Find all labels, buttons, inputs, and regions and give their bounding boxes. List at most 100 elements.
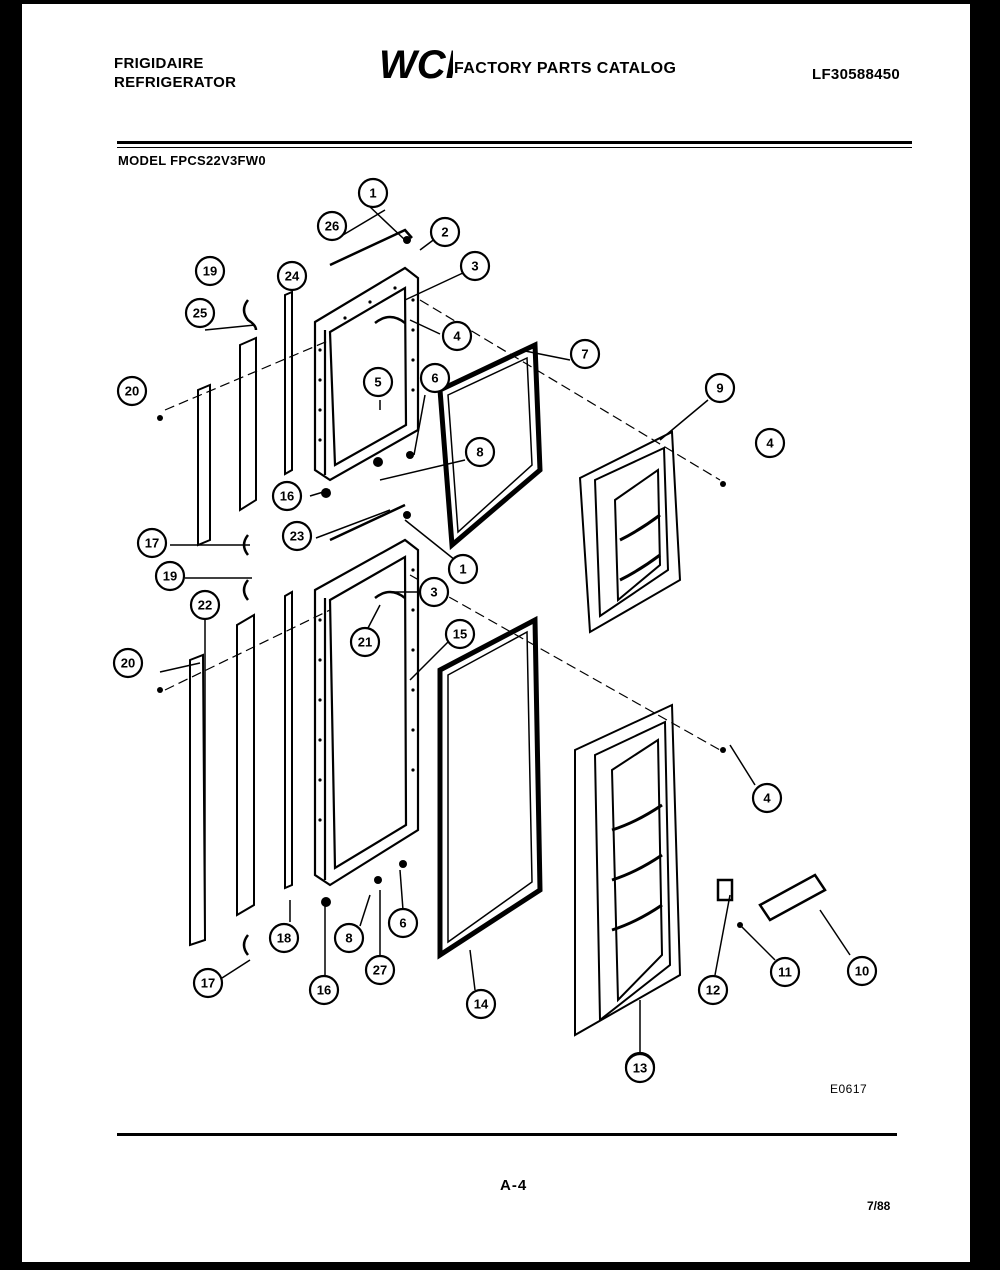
callout-4: 4 [441,320,473,352]
product-type: REFRIGERATOR [114,74,237,91]
callout-15: 15 [444,618,476,650]
callout-16: 16 [271,480,303,512]
fresh-food-door-bolts [318,568,415,822]
callout-7: 7 [569,338,601,370]
callout-5: 5 [362,366,394,398]
callout-label: 10 [855,964,869,979]
fresh-food-door-panel [313,538,420,887]
callout-circle [459,250,491,282]
callout-label: 21 [358,635,372,650]
callout-circle [419,362,451,394]
callout-label: 24 [285,269,300,284]
callout-circle [754,427,786,459]
callout-label: 4 [763,791,771,806]
callout-25: 25 [184,297,216,329]
callout-circle [624,1052,656,1084]
callout-3: 3 [459,250,491,282]
callout-circle [194,255,226,287]
callout-18: 18 [268,922,300,954]
callout-label: 3 [430,585,437,600]
screws-and-fasteners [157,236,743,928]
callout-label: 6 [431,371,438,386]
callout-circle [364,954,396,986]
callout-6: 6 [387,907,419,939]
callout-label: 16 [317,983,331,998]
wci-logo-text: WCI [379,44,453,84]
callout-20: 20 [112,647,144,679]
freezer-door-panel [313,266,420,482]
callout-label: 17 [201,976,215,991]
callout-3: 3 [418,576,450,608]
callout-6: 6 [419,362,451,394]
callout-circle [189,589,221,621]
callout-label: 17 [145,536,159,551]
callout-12: 12 [697,974,729,1006]
footer-rule [117,1133,897,1136]
callout-circle [333,922,365,954]
callout-label: 23 [290,529,304,544]
callout-circle [769,956,801,988]
callout-label: 18 [277,931,291,946]
callout-circle [387,907,419,939]
part-number: LF30588450 [812,66,901,83]
callout-4: 4 [754,427,786,459]
callout-label: 13 [633,1061,647,1076]
callout-label: 25 [193,306,207,321]
callout-circle [418,576,450,608]
callout-17: 17 [192,967,224,999]
model-label: MODEL FPCS22V3FW0 [118,153,266,168]
callout-21: 21 [349,626,381,658]
assembly-axes [164,299,721,751]
wci-logo: WCI [379,44,453,84]
callout-label: 9 [716,381,723,396]
callout-circle [444,618,476,650]
callout-circle [704,372,736,404]
callout-circle [136,527,168,559]
callout-label: 12 [706,983,720,998]
callout-1: 1 [447,553,479,585]
exploded-parts-diagram: 1262324192545672098164231171932221152041… [112,177,878,1084]
callout-circle [465,988,497,1020]
callout-1: 1 [357,177,389,209]
callout-10: 10 [846,955,878,987]
callout-circle [362,366,394,398]
callout-22: 22 [189,589,221,621]
callout-4: 4 [751,782,783,814]
callout-circle [276,260,308,292]
callout-label: 11 [778,965,792,980]
callout-circle [281,520,313,552]
callout-label: 26 [325,219,339,234]
callout-label: 19 [203,264,217,279]
header-rule [117,141,912,144]
callout-20: 20 [116,375,148,407]
callout-label: 1 [369,186,376,201]
callout-label: 20 [125,384,139,399]
callout-26: 26 [316,210,348,242]
callout-circle [316,210,348,242]
callout-17: 17 [136,527,168,559]
callout-13: 13 [624,1052,656,1084]
catalog-title: FACTORY PARTS CATALOG [454,60,677,77]
brand-name: FRIGIDAIRE [114,55,204,72]
callout-label: 5 [374,375,381,390]
freezer-door-gasket [437,341,543,551]
header-rule-thin [117,147,912,148]
callout-circle [357,177,389,209]
hinge-and-handle-parts [242,228,827,956]
callout-8: 8 [333,922,365,954]
callout-label: 6 [399,916,406,931]
callout-label: 22 [198,598,212,613]
callout-circle [308,974,340,1006]
callout-circle [464,436,496,468]
callout-label: 3 [471,259,478,274]
callout-circle [349,626,381,658]
callout-27: 27 [364,954,396,986]
callout-16: 16 [308,974,340,1006]
callout-circle [846,955,878,987]
callout-label: 15 [453,627,467,642]
brand-block: FRIGIDAIRE REFRIGERATOR [114,54,236,92]
callout-circle [184,297,216,329]
callout-circle [697,974,729,1006]
freezer-door-bolts [318,286,415,442]
